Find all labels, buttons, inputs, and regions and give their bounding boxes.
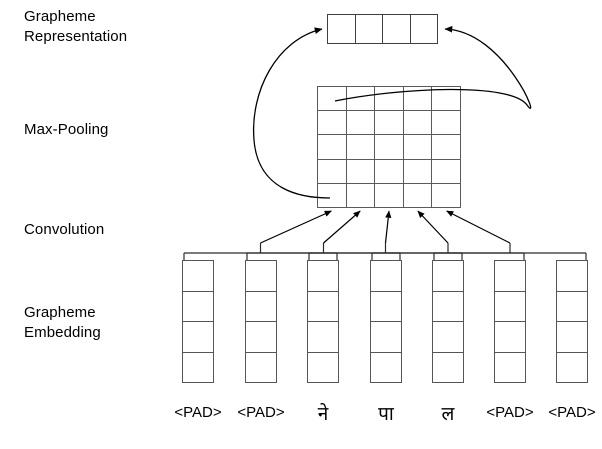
- grapheme-embedding-column: [432, 260, 464, 383]
- grapheme-embedding-cell: [557, 261, 587, 292]
- grapheme-embedding-cell: [495, 292, 525, 322]
- token-label-0: <PAD>: [174, 404, 222, 421]
- grapheme-embedding-cell: [557, 322, 587, 353]
- grapheme-embedding-cell: [371, 292, 401, 322]
- grapheme-embedding-cell: [495, 261, 525, 292]
- convolution-connectors: [183, 210, 587, 260]
- convolution-arrow: [417, 210, 449, 244]
- label-grapheme-representation: Grapheme Representation: [24, 8, 128, 45]
- max-pooling-cell: [375, 111, 404, 135]
- max-pooling-cell: [375, 183, 404, 208]
- grapheme-embedding-cell: [246, 353, 276, 383]
- grapheme-embedding-cell: [183, 322, 213, 353]
- grapheme-embedding-cell: [433, 322, 463, 353]
- grapheme-embedding-cell: [308, 292, 338, 322]
- max-pooling-cell: [318, 87, 347, 111]
- grapheme-embedding-cell: [495, 322, 525, 353]
- grapheme-embedding-cell: [557, 292, 587, 322]
- grapheme-embedding-cell: [371, 261, 401, 292]
- label-convolution: Convolution: [24, 221, 105, 238]
- max-pooling-row: [318, 159, 460, 184]
- max-pooling-cell: [375, 87, 404, 111]
- max-pooling-cell: [432, 87, 460, 110]
- grapheme-embedding-cell: [371, 322, 401, 353]
- max-pooling-cell: [432, 184, 460, 207]
- grapheme-embedding-cell: [433, 261, 463, 292]
- grapheme-embedding-cell: [246, 322, 276, 353]
- max-pooling-cell: [347, 183, 376, 208]
- max-pooling-cell: [404, 183, 433, 208]
- max-pooling-row: [318, 87, 460, 112]
- token-label-5: <PAD>: [486, 404, 534, 421]
- grapheme-embedding-column: [370, 260, 402, 383]
- max-pooling-cell: [404, 111, 433, 135]
- max-pooling-row: [318, 111, 460, 136]
- grapheme-embedding-cell: [433, 292, 463, 322]
- grapheme-representation-cell: [356, 15, 383, 43]
- max-pooling-cell: [347, 87, 376, 111]
- max-pooling-cell: [404, 135, 433, 159]
- grapheme-embedding-column: [307, 260, 339, 383]
- grapheme-embedding-column: [494, 260, 526, 383]
- grapheme-embedding-cell: [371, 353, 401, 383]
- max-pooling-cell: [347, 135, 376, 159]
- max-pooling-cell: [318, 183, 347, 208]
- grapheme-embedding-cell: [246, 292, 276, 322]
- grapheme-embedding-cell: [557, 353, 587, 383]
- grapheme-representation-cell: [383, 15, 411, 43]
- label-grapheme-embedding: Grapheme Embedding: [24, 304, 101, 341]
- token-label-3: पा: [378, 404, 394, 425]
- grapheme-embedding-cell: [433, 353, 463, 383]
- convolution-arrow: [260, 210, 332, 244]
- token-label-6: <PAD>: [548, 404, 596, 421]
- max-pooling-cell: [432, 135, 460, 158]
- max-pooling-cell: [432, 160, 460, 183]
- max-pooling-cell: [318, 135, 347, 159]
- token-label-1: <PAD>: [237, 404, 285, 421]
- max-pooling-cell: [404, 159, 433, 183]
- max-pooling-row: [318, 135, 460, 160]
- max-pooling-cell: [375, 159, 404, 183]
- grapheme-representation-cell: [328, 15, 356, 43]
- grapheme-embedding-cell: [308, 261, 338, 292]
- max-pooling-cell: [404, 87, 433, 111]
- max-pooling-cell: [432, 111, 460, 134]
- grapheme-embedding-cell: [308, 322, 338, 353]
- convolution-arrow: [446, 210, 511, 244]
- max-pooling-cell: [347, 159, 376, 183]
- grapheme-embedding-column: [556, 260, 588, 383]
- grapheme-embedding-cell: [308, 353, 338, 383]
- grapheme-embedding-column: [182, 260, 214, 383]
- max-pooling-cell: [318, 159, 347, 183]
- token-label-4: ल: [441, 404, 455, 425]
- convolution-arrow: [384, 210, 392, 244]
- grapheme-embedding-cell: [495, 353, 525, 383]
- max-pooling-cell: [375, 135, 404, 159]
- max-pooling-cell: [347, 111, 376, 135]
- max-pooling-feature-map: [317, 86, 461, 208]
- grapheme-embedding-cell: [183, 292, 213, 322]
- label-max-pooling: Max-Pooling: [24, 121, 109, 138]
- convolution-arrow: [323, 210, 361, 244]
- grapheme-representation-cell: [411, 15, 438, 43]
- max-pooling-row: [318, 183, 460, 208]
- grapheme-representation-vector: [327, 14, 438, 44]
- max-pooling-cell: [318, 111, 347, 135]
- token-label-2: ने: [317, 404, 329, 425]
- grapheme-embedding-cell: [183, 353, 213, 383]
- grapheme-embedding-cell: [183, 261, 213, 292]
- grapheme-embedding-column: [245, 260, 277, 383]
- grapheme-embedding-cell: [246, 261, 276, 292]
